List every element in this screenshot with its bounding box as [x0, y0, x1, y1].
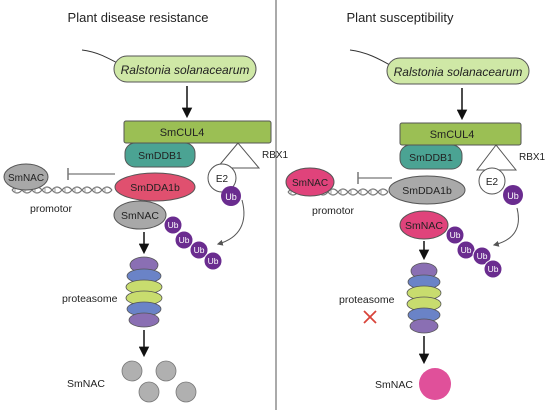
ub-label: Ub	[507, 191, 519, 201]
ub-chain-labels: Ub Ub Ub Ub	[450, 230, 499, 274]
proteasome-label: proteasome	[339, 294, 395, 306]
promotor-label: promotor	[312, 205, 355, 217]
output-label: SmNAC	[67, 378, 105, 390]
svg-text:Ub: Ub	[488, 264, 499, 274]
panel-resistance: Plant disease resistance Ralstonia solan…	[3, 10, 289, 403]
output-label: SmNAC	[375, 379, 413, 391]
inhibition-bar-icon	[357, 172, 392, 184]
cul4-label: SmCUL4	[430, 129, 475, 141]
cul4-box	[399, 122, 522, 146]
smnac-promoter	[3, 163, 49, 191]
dda1b-label: SmDDA1b	[402, 185, 452, 197]
ub-chain	[445, 225, 503, 279]
ddb1-box	[399, 144, 463, 170]
e2-label: E2	[486, 177, 499, 188]
panel-title: Plant susceptibility	[347, 10, 454, 25]
rbx1-label: RBX1	[519, 152, 546, 163]
degraded-fragments	[121, 360, 197, 403]
rbx1-shape	[475, 144, 518, 171]
svg-text:Ub: Ub	[208, 256, 219, 266]
svg-text:Ub: Ub	[477, 251, 488, 261]
e2-enzyme	[478, 167, 506, 195]
pathogen-cell	[386, 57, 530, 85]
inhibition-bar-icon	[67, 168, 115, 180]
cross-icon	[363, 310, 377, 324]
dda1b-label: SmDDA1b	[130, 182, 180, 194]
svg-text:Ub: Ub	[461, 245, 472, 255]
smnac-promoter	[285, 167, 335, 197]
dda1b-inactive	[388, 175, 466, 205]
ub-transfer-arrow	[216, 199, 245, 246]
proteasome-icon	[125, 256, 163, 328]
ddb1-box	[124, 142, 196, 168]
promotor-label: promotor	[30, 203, 73, 215]
svg-text:Ub: Ub	[450, 230, 461, 240]
rbx1-shape	[215, 142, 261, 169]
smnac-bound	[399, 210, 449, 240]
ub-on-e2	[221, 186, 241, 206]
ub-chain-labels: Ub Ub Ub Ub	[168, 220, 219, 266]
ddb1-label: SmDDB1	[138, 150, 182, 162]
pathogen-cell	[113, 55, 257, 83]
smnac-bound-label: SmNAC	[405, 220, 443, 232]
smnac-bound	[113, 200, 167, 230]
smnac-promoter-label: SmNAC	[8, 173, 44, 184]
svg-text:Ub: Ub	[168, 220, 179, 230]
smnac-bound-label: SmNAC	[121, 210, 159, 222]
cul4-box	[123, 120, 272, 144]
dda1b-active	[114, 172, 196, 202]
smnac-promoter-label: SmNAC	[292, 178, 328, 189]
rbx1-label: RBX1	[262, 150, 289, 161]
panel-title: Plant disease resistance	[68, 10, 209, 25]
svg-text:Ub: Ub	[194, 245, 205, 255]
svg-text:Ub: Ub	[179, 235, 190, 245]
ddb1-label: SmDDB1	[409, 152, 453, 164]
ub-label: Ub	[225, 192, 237, 202]
ub-on-e2	[503, 185, 523, 205]
proteasome-icon	[406, 262, 442, 334]
cul4-label: SmCUL4	[160, 127, 205, 139]
intact-smnac	[419, 368, 451, 400]
e2-label: E2	[216, 174, 229, 185]
pathogen-label: Ralstonia solanacearum	[394, 65, 523, 79]
pathogen-label: Ralstonia solanacearum	[121, 63, 250, 77]
proteasome-label: proteasome	[62, 293, 118, 305]
panel-susceptibility: Plant susceptibility Ralstonia solanacea…	[285, 10, 546, 400]
ub-transfer-arrow	[492, 207, 519, 247]
ub-chain	[163, 215, 223, 271]
